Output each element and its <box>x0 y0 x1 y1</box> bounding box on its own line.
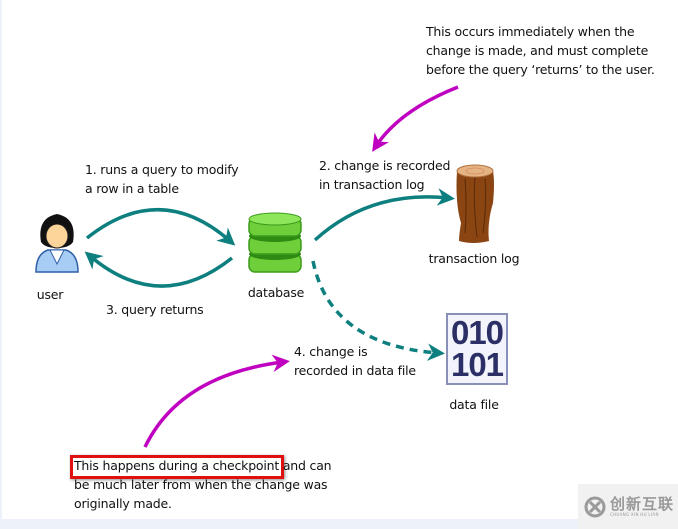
watermark: 创新互联 CHUANG XIN HU LIAN <box>578 484 678 529</box>
step4-line2: recorded in data file <box>294 363 416 378</box>
transaction-log-label: transaction log <box>428 251 520 266</box>
note-checkpoint-line1-rest: and can <box>279 458 332 473</box>
note-checkpoint-line3: originally made. <box>74 496 172 511</box>
watermark-sub: CHUANG XIN HU LIAN <box>610 511 659 517</box>
step2-label: 2. change is recorded in transaction log <box>319 156 450 194</box>
database-icon <box>248 212 302 273</box>
step1-line1: 1. runs a query to modify <box>85 162 239 177</box>
arrow-note-to-step4 <box>143 354 290 448</box>
user-label: user <box>36 287 64 302</box>
arrow-database-to-datafile <box>311 260 445 361</box>
watermark-logo-icon <box>584 496 606 517</box>
note-immediate: This occurs immediately when the change … <box>426 22 655 79</box>
note-checkpoint: This happens during a checkpoint and can… <box>74 456 332 513</box>
arrow-note-to-step2 <box>372 85 459 152</box>
arrow-database-to-user <box>84 251 234 288</box>
step3-label: 3. query returns <box>106 300 204 319</box>
step1-line2: a row in a table <box>85 181 179 196</box>
step4-line1: 4. change is <box>294 344 368 359</box>
step1-label: 1. runs a query to modify a row in a tab… <box>85 160 239 198</box>
step3-line1: 3. query returns <box>106 302 204 317</box>
note-immediate-line1: This occurs immediately when the <box>426 24 635 39</box>
checkpoint-highlight-box <box>70 455 284 479</box>
arrow-user-to-database <box>85 208 236 246</box>
step4-label: 4. change is recorded in data file <box>294 342 416 380</box>
data-file-bits-line2: 101 <box>450 346 504 383</box>
step2-line2: in transaction log <box>319 177 425 192</box>
data-file-icon: 010 101 <box>446 313 508 385</box>
arrow-database-to-log <box>313 188 455 242</box>
log-icon <box>456 164 494 243</box>
note-immediate-line2: change is made, and must complete <box>426 43 649 58</box>
note-checkpoint-line2: be much later from when the change was <box>74 477 328 492</box>
user-icon <box>35 214 79 273</box>
note-immediate-line3: before the query ‘returns’ to the user. <box>426 62 655 77</box>
database-label: database <box>247 285 305 300</box>
note-checkpoint-highlight: This happens during a checkpoint <box>74 458 280 473</box>
data-file-bits-line1: 010 <box>450 314 504 351</box>
step2-line1: 2. change is recorded <box>319 158 451 173</box>
watermark-main: 创新互联 <box>610 494 675 513</box>
diagram-canvas <box>2 0 678 519</box>
data-file-label: data file <box>449 397 499 412</box>
